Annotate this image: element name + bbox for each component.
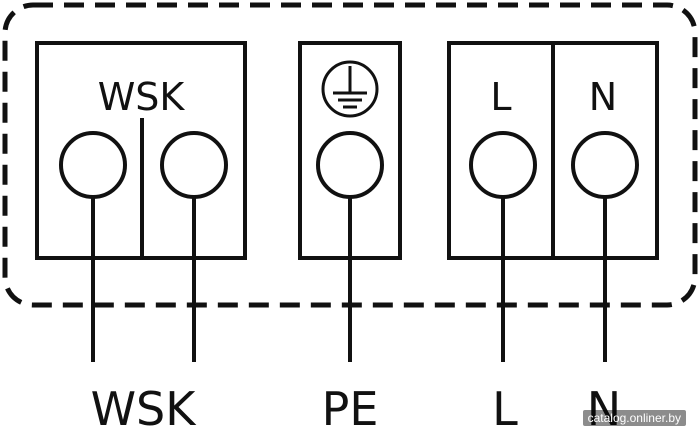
wire-label-pe: PE (322, 382, 379, 436)
wsk-block-label: WSK (98, 75, 186, 119)
pe-terminal (316, 131, 384, 199)
terminal-label-n: N (589, 75, 617, 119)
l-terminal (469, 131, 537, 199)
wire-label-l: L (492, 382, 518, 436)
wire-label-wsk: WSK (91, 382, 198, 436)
watermark: catalog.onliner.by (582, 410, 686, 426)
power-block: L N (447, 41, 659, 260)
wsk-terminal-1 (59, 131, 127, 199)
n-terminal (571, 131, 639, 199)
wsk-terminal-2 (160, 131, 228, 199)
wires (91, 197, 607, 362)
wire-label-n: N (587, 382, 621, 436)
ground-icon (321, 60, 379, 118)
wsk-block: WSK (35, 41, 247, 260)
terminal-label-l: L (490, 75, 511, 119)
